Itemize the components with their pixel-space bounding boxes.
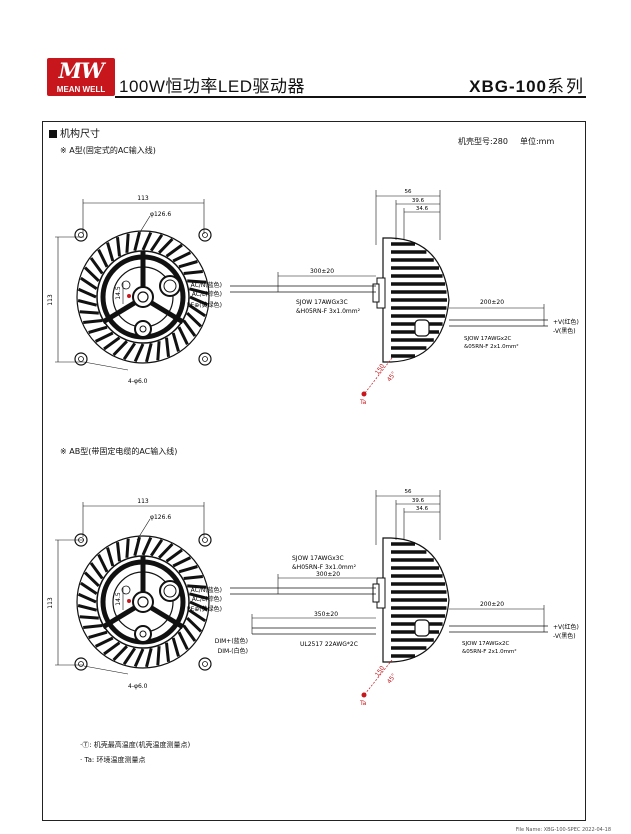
type-a-heading: ※ A型(固定式的AC输入线) bbox=[60, 146, 156, 155]
ab-dim-inner: 14.5 bbox=[115, 592, 122, 606]
ab-dim-346: 34.6 bbox=[416, 506, 429, 512]
ab-ac-cable-2: &H05RN-F 3x1.0mm² bbox=[292, 564, 357, 571]
section-heading: 机构尺寸 bbox=[49, 125, 100, 140]
a-dim-diameter: φ126.6 bbox=[150, 211, 171, 218]
series-suffix: 系列 bbox=[547, 77, 585, 96]
ab-dc-cable-1: SJOW 17AWGx2C bbox=[462, 641, 510, 647]
ab-dim-plus: DIM+(蓝色) bbox=[215, 637, 248, 645]
a-dc-length: 200±20 bbox=[480, 299, 504, 306]
a-holes: 4-φ6.0 bbox=[128, 378, 148, 385]
ab-dc-length: 200±20 bbox=[480, 601, 504, 608]
logo-text: MEAN WELL bbox=[56, 85, 106, 94]
type-ab-heading: ※ AB型(带固定电缆的AC输入线) bbox=[60, 447, 178, 456]
ab-dim-minus: DIM-(白色) bbox=[218, 647, 248, 655]
ab-ta: Ta bbox=[359, 700, 367, 707]
ab-holes: 4-φ6.0 bbox=[128, 683, 148, 690]
a-ac-cable-2: &H05RN-F 3x1.0mm² bbox=[296, 308, 361, 315]
section-title: 机构尺寸 bbox=[60, 129, 100, 140]
series-title: XBG-100系列 bbox=[469, 72, 585, 97]
ab-ta-dim: 150 bbox=[374, 665, 386, 679]
ab-dim-396: 39.6 bbox=[412, 498, 425, 504]
ab-v-plus: +V(红色) bbox=[553, 623, 579, 631]
a-pe: PE⊕(黄绿色) bbox=[187, 301, 222, 309]
ab-dim-length: 350±20 bbox=[314, 611, 338, 618]
type-a-front-view bbox=[55, 199, 211, 371]
series-code: XBG-100 bbox=[469, 77, 547, 96]
a-v-plus: +V(红色) bbox=[553, 318, 579, 326]
ab-dim-diameter: φ126.6 bbox=[150, 514, 171, 521]
drawing-frame bbox=[42, 121, 586, 821]
legend-tc: ·Ⓣ: 机壳最高温度(机壳温度测量点) bbox=[80, 741, 191, 749]
ab-dim-cable: UL2517 22AWG*2C bbox=[300, 641, 358, 648]
ab-dim-width: 113 bbox=[137, 498, 149, 505]
mean-well-logo: MW MEAN WELL bbox=[47, 58, 115, 96]
ab-pe: PE⊕(黄绿色) bbox=[187, 605, 222, 613]
a-ac-cable-1: SJOW 17AWGx3C bbox=[296, 299, 348, 306]
ab-ac-cable-1: SJOW 17AWGx3C bbox=[292, 555, 344, 562]
a-dim-56: 56 bbox=[405, 189, 412, 195]
a-dim-346: 34.6 bbox=[416, 206, 429, 212]
ab-ta-angle: 45° bbox=[386, 672, 398, 685]
ab-dc-cable-2: &05RN-F 2x1.0mm² bbox=[462, 648, 517, 655]
a-dim-height: 113 bbox=[47, 294, 54, 306]
a-dim-396: 39.6 bbox=[412, 198, 425, 204]
header-rule bbox=[115, 96, 586, 98]
a-dc-cable-2: &05RN-F 2x1.0mm² bbox=[464, 343, 519, 350]
unit-label: 单位:mm bbox=[519, 137, 555, 146]
ab-v-minus: -V(黑色) bbox=[553, 632, 576, 640]
type-ab-side-view bbox=[230, 490, 548, 698]
case-number: 机壳型号:280 bbox=[458, 137, 508, 146]
a-ta-angle: 45° bbox=[386, 370, 398, 383]
section-square-icon bbox=[49, 130, 57, 138]
file-name: File Name: XBG-100-SPEC 2022-04-18 bbox=[515, 827, 611, 833]
a-dim-inner: 14.5 bbox=[115, 286, 122, 300]
ab-dim-56: 56 bbox=[405, 489, 412, 495]
type-a-side-view bbox=[230, 190, 548, 397]
ab-ac-l: AC/L(棕色) bbox=[192, 595, 222, 603]
type-ab-front-view bbox=[55, 502, 211, 675]
ab-ac-n: AC/N(蓝色) bbox=[191, 586, 222, 594]
ab-dim-height: 113 bbox=[47, 597, 54, 609]
ab-ac-length: 300±20 bbox=[316, 571, 340, 578]
legend-ta: · Ta: 环境温度测量点 bbox=[80, 756, 146, 764]
a-ta: Ta bbox=[359, 399, 367, 406]
a-ac-length: 300±20 bbox=[310, 268, 334, 275]
logo-mark: MW bbox=[58, 58, 105, 83]
a-v-minus: -V(黑色) bbox=[553, 327, 576, 335]
a-dim-width: 113 bbox=[137, 195, 149, 202]
a-ta-dim: 150 bbox=[374, 363, 386, 377]
page-title: 100W恒功率LED驱动器 bbox=[119, 77, 305, 96]
a-dc-cable-1: SJOW 17AWGx2C bbox=[464, 336, 512, 342]
a-ac-n: AC/N(蓝色) bbox=[191, 281, 222, 289]
a-ac-l: AC/L(棕色) bbox=[192, 290, 222, 298]
drawing-meta: 机壳型号:280 单位:mm bbox=[458, 136, 566, 147]
